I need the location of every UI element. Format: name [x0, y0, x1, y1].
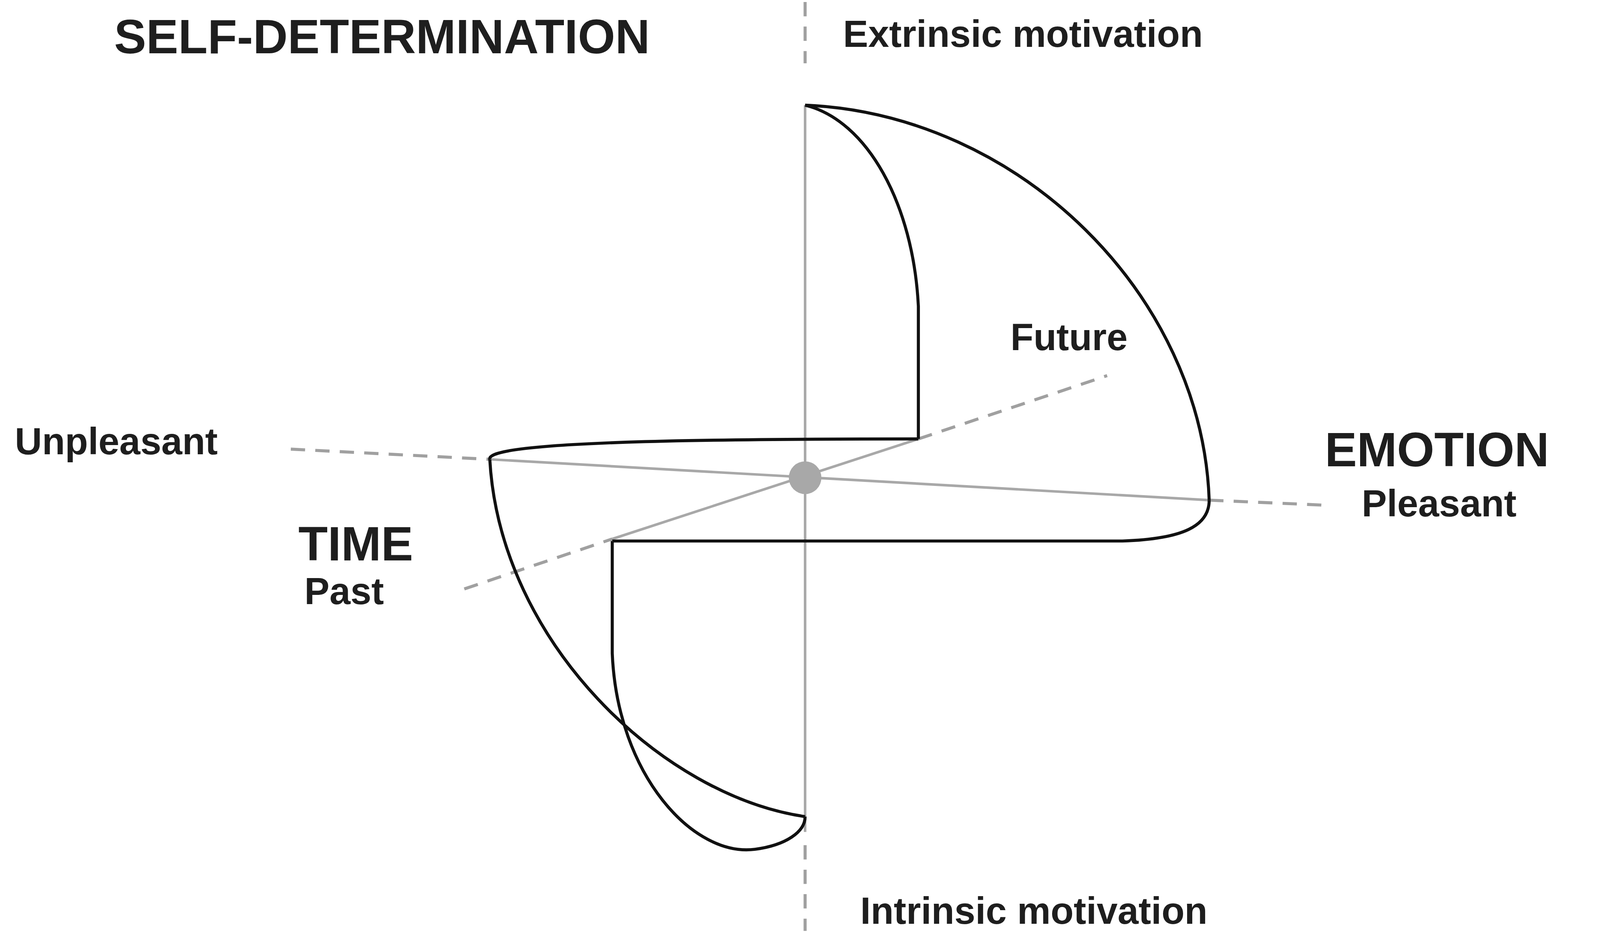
axis-end-label: Intrinsic motivation: [860, 891, 1208, 930]
axis-end-label: Extrinsic motivation: [843, 15, 1203, 53]
axis-end-label: Future: [1008, 318, 1130, 357]
axis-title: TIME: [295, 519, 416, 568]
axis-title: SELF-DETERMINATION: [114, 12, 651, 61]
origin-dot: [788, 461, 822, 495]
dashed-axes: [290, 2, 1327, 931]
axis-end-label: Unpleasant: [12, 422, 221, 461]
surface-outline: [489, 104, 1210, 850]
axis-end-label: Pleasant: [1359, 484, 1520, 523]
solid-axes: [489, 104, 1210, 832]
axis-end-label: Past: [301, 572, 387, 610]
axis-title: EMOTION: [1322, 425, 1552, 474]
